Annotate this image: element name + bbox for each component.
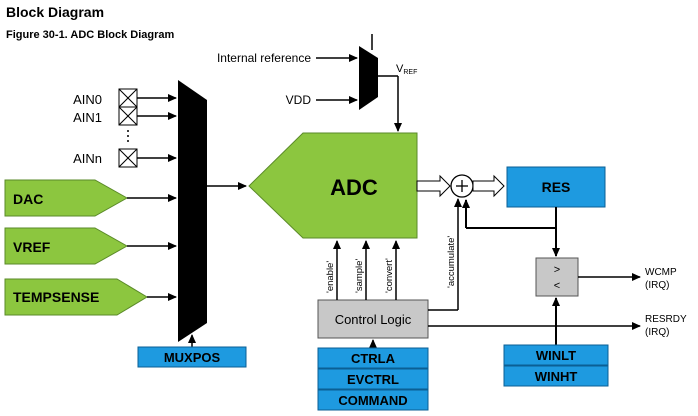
adc-label: ADC bbox=[330, 175, 378, 200]
control-logic-block bbox=[317, 299, 429, 339]
comparator-lt: < bbox=[554, 280, 560, 292]
tempsense-source: TEMPSENSE bbox=[4, 278, 148, 316]
res-label: RES bbox=[542, 179, 571, 195]
muxpos-label: MUXPOS bbox=[164, 350, 221, 365]
accumulate-signal-label: 'accumulate' bbox=[446, 236, 457, 288]
res-input-bus-arrow bbox=[472, 174, 505, 198]
dac-label: DAC bbox=[13, 191, 43, 207]
wcmp-label: WCMP bbox=[645, 267, 677, 278]
internal-reference-label: Internal reference bbox=[217, 51, 311, 65]
ain1-switch-icon bbox=[118, 106, 138, 126]
tempsense-label: TEMPSENSE bbox=[13, 289, 99, 305]
window-comparator bbox=[535, 257, 579, 297]
vref-source-label: VREF bbox=[13, 239, 51, 255]
vdd-label: VDD bbox=[286, 93, 312, 107]
command-label: COMMAND bbox=[338, 393, 407, 408]
section-heading: Block Diagram bbox=[6, 4, 104, 20]
resrdy-label: RESRDY bbox=[645, 314, 687, 325]
wcmp-irq-label: (IRQ) bbox=[645, 280, 669, 291]
reference-mux bbox=[359, 46, 378, 110]
sample-signal-label: 'sample' bbox=[354, 259, 365, 293]
winht-register bbox=[503, 365, 609, 387]
enable-signal-label: 'enable' bbox=[325, 261, 336, 293]
command-register bbox=[317, 389, 429, 411]
res-register bbox=[506, 166, 606, 208]
ain1-label: AIN1 bbox=[73, 110, 102, 125]
ellipsis-dots bbox=[127, 130, 129, 142]
ctrla-register bbox=[317, 347, 429, 369]
winlt-register bbox=[503, 344, 609, 366]
winht-label: WINHT bbox=[535, 369, 578, 384]
comparator-gt: > bbox=[554, 264, 560, 276]
ainn-label: AINn bbox=[73, 151, 102, 166]
evctrl-register bbox=[317, 368, 429, 390]
ain0-switch-icon bbox=[118, 88, 138, 108]
convert-signal-label: 'convert' bbox=[384, 258, 395, 293]
figure-caption: Figure 30-1. ADC Block Diagram bbox=[6, 29, 175, 41]
input-mux bbox=[178, 80, 207, 342]
adc-output-bus-arrow bbox=[416, 174, 451, 198]
vref-label: VREF bbox=[396, 63, 417, 76]
muxpos-register bbox=[137, 346, 247, 368]
dac-source: DAC bbox=[4, 179, 129, 217]
resrdy-irq-label: (IRQ) bbox=[645, 327, 669, 338]
ainn-switch-icon bbox=[118, 148, 138, 168]
winlt-label: WINLT bbox=[536, 348, 576, 363]
evctrl-label: EVCTRL bbox=[347, 372, 399, 387]
ctrla-label: CTRLA bbox=[351, 351, 396, 366]
vref-source: VREF bbox=[4, 227, 129, 265]
control-logic-label: Control Logic bbox=[335, 312, 412, 327]
ain0-label: AIN0 bbox=[73, 92, 102, 107]
